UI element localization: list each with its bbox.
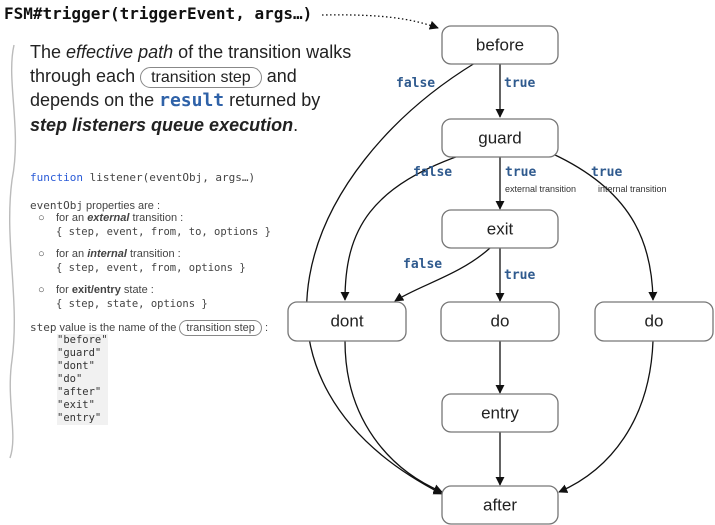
node-do-middle: do (440, 301, 560, 342)
step-value: "after" (57, 386, 108, 399)
svg-text:after: after (483, 495, 517, 514)
result-keyword: result (159, 90, 225, 111)
svg-text:before: before (476, 35, 524, 54)
step-value: "before" (57, 334, 108, 347)
node-after: after (441, 485, 559, 525)
transition-step-pill-small: transition step (179, 320, 262, 336)
label-external-transition: external transition (505, 184, 576, 194)
bullet-exit-entry: ○for exit/entry state : { step, state, o… (38, 284, 208, 310)
node-entry: entry (441, 393, 559, 433)
node-exit: exit (441, 209, 559, 249)
step-value: "exit" (57, 399, 108, 412)
intro-paragraph: The effective path of the transition wal… (30, 42, 352, 135)
svg-text:guard: guard (478, 128, 521, 147)
label-guard-true-external: true (505, 165, 536, 180)
node-before: before (441, 25, 559, 65)
title-pointer-edge (321, 14, 439, 30)
node-dont: dont (287, 301, 407, 342)
step-value: "guard" (57, 347, 108, 360)
bullet-marker: ○ (38, 248, 45, 260)
label-internal-transition: internal transition (598, 184, 667, 194)
svg-text:exit: exit (487, 219, 514, 238)
left-brace (8, 44, 17, 459)
node-do-right: do (594, 301, 714, 342)
bullet-external: ○for an external transition : { step, ev… (38, 212, 271, 238)
intro-emphasis: effective path (66, 42, 174, 62)
page-title: FSM#trigger(triggerEvent, args…) (4, 4, 313, 23)
step-listeners-phrase: step listeners queue execution (30, 115, 294, 135)
label-before-true: true (504, 76, 535, 91)
step-value: "dont" (57, 360, 108, 373)
edge-do-right-after (558, 340, 654, 493)
svg-text:do: do (491, 311, 510, 330)
label-before-false: false (396, 76, 435, 91)
bullet-internal: ○for an internal transition : { step, ev… (38, 248, 246, 274)
edge-before-after (306, 62, 476, 495)
edge-guard-dont (340, 151, 471, 301)
node-guard: guard (441, 118, 559, 158)
edge-exit-dont (394, 247, 491, 302)
listener-signature: function listener(eventObj, args…) (30, 171, 256, 184)
edge-dont-after (344, 340, 443, 493)
svg-text:do: do (645, 311, 664, 330)
step-values-list: "before" "guard" "dont" "do" "after" "ex… (57, 334, 108, 425)
svg-text:dont: dont (330, 311, 363, 330)
label-exit-false: false (403, 257, 442, 272)
step-value: "entry" (57, 412, 108, 425)
svg-text:entry: entry (481, 403, 519, 422)
label-guard-false: false (413, 165, 452, 180)
step-value-line: step value is the name of the transition… (30, 320, 269, 336)
bullet-marker: ○ (38, 212, 45, 224)
label-exit-true: true (504, 268, 535, 283)
label-guard-true-internal: true (591, 165, 622, 180)
bullet-marker: ○ (38, 284, 45, 296)
edge-guard-do-right (552, 153, 658, 301)
properties-intro: eventObj properties are : (30, 199, 161, 212)
step-value: "do" (57, 373, 108, 386)
